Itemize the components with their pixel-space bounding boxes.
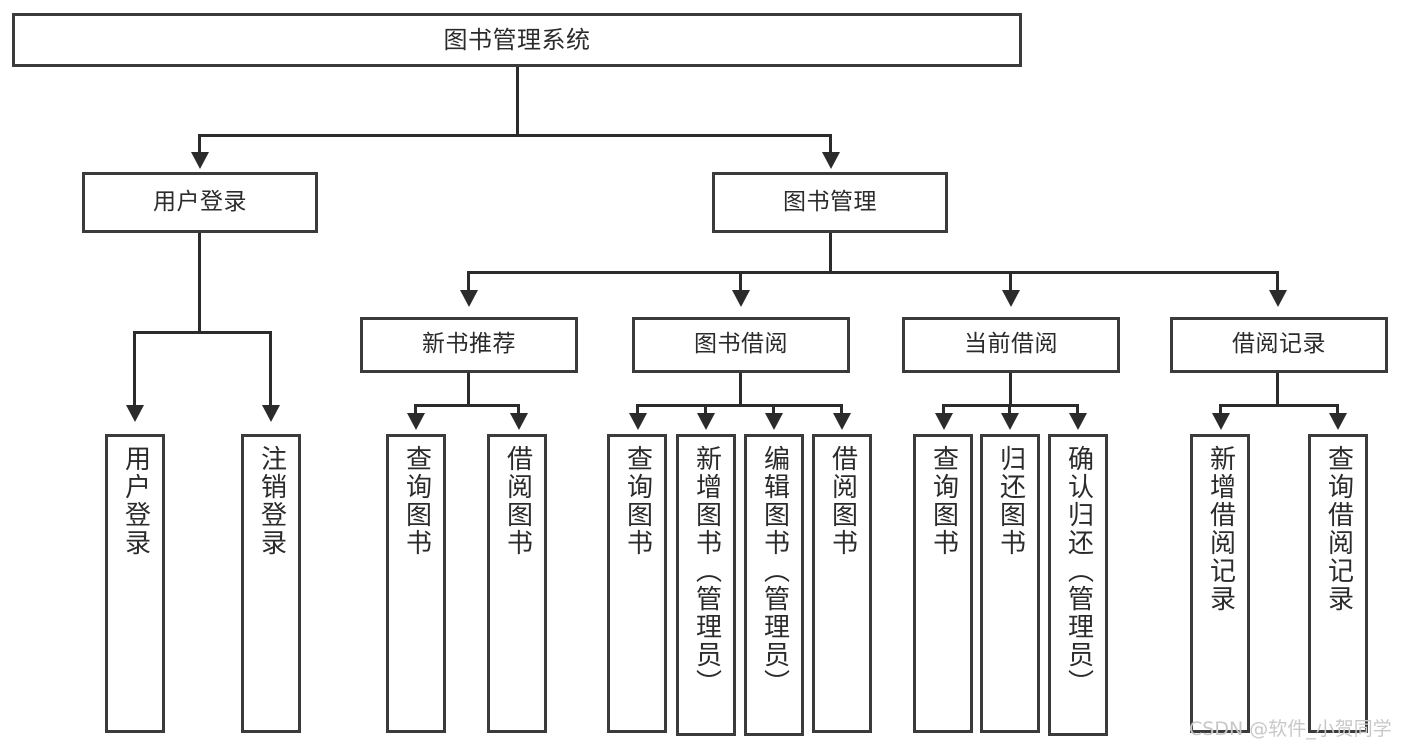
connector-borrow-records-stem — [1276, 373, 1279, 406]
arrow-book-borrow-leaf-4 — [833, 413, 851, 430]
node-label: 新书推荐 — [422, 331, 516, 358]
arrow-borrow-records-leaf-1 — [1212, 413, 1230, 430]
arrow-book-borrow-leaf-1 — [629, 413, 647, 430]
leaf-logout[interactable]: 注销登录 — [241, 434, 301, 733]
connector-user-login-bus — [133, 331, 269, 334]
connector-book-mgmt-bus — [467, 271, 1279, 274]
node-borrow-records[interactable]: 借阅记录 — [1170, 317, 1388, 373]
leaf-search-book-recommend[interactable]: 查询图书 — [386, 434, 446, 733]
node-label: 注销登录 — [256, 445, 287, 557]
arrow-current-borrow-leaf-1 — [935, 413, 953, 430]
arrow-current-borrow-leaf-3 — [1069, 413, 1087, 430]
node-label: 借阅记录 — [1232, 331, 1326, 358]
connector-user-login-drop-2 — [269, 331, 272, 408]
connector-book-borrow-drop-4 — [840, 404, 843, 416]
connector-book-borrow-drop-3 — [772, 404, 775, 416]
connector-root-bus — [198, 134, 832, 137]
arrow-user-login-leaf-1 — [126, 405, 144, 422]
arrow-book-borrow-leaf-2 — [697, 413, 715, 430]
connector-book-borrow-drop-2 — [704, 404, 707, 416]
arrow-book-borrow-leaf-3 — [765, 413, 783, 430]
node-book-management[interactable]: 图书管理 — [712, 172, 948, 233]
leaf-user-login[interactable]: 用户登录 — [105, 434, 165, 733]
connector-root-to-book-mgmt — [829, 134, 832, 156]
connector-user-login-drop-1 — [133, 331, 136, 408]
connector-user-login-stem — [198, 233, 201, 333]
arrow-book-mgmt-to-new-book — [460, 290, 478, 307]
watermark-credit: CSDN @软件_小贺同学 — [1189, 718, 1392, 740]
connector-new-book-drop-1 — [414, 404, 417, 416]
node-label: 查询借阅记录 — [1323, 445, 1354, 613]
leaf-search-borrow-record[interactable]: 查询借阅记录 — [1308, 434, 1368, 733]
leaf-edit-book-admin[interactable]: 编辑图书（管理员） — [744, 434, 804, 736]
node-label: 归还图书 — [995, 445, 1026, 557]
connector-book-mgmt-drop-2 — [739, 271, 742, 293]
connector-book-borrow-stem — [739, 373, 742, 406]
arrow-new-book-leaf-2 — [510, 413, 528, 430]
connector-book-mgmt-drop-4 — [1276, 271, 1279, 293]
node-label: 查询图书 — [928, 445, 959, 557]
node-new-book-recommend[interactable]: 新书推荐 — [360, 317, 578, 373]
connector-current-borrow-drop-3 — [1076, 404, 1079, 416]
node-label: 图书管理 — [783, 188, 877, 215]
connector-new-book-stem — [467, 373, 470, 406]
arrow-current-borrow-leaf-2 — [1001, 413, 1019, 430]
arrow-book-mgmt-to-current-borrow — [1002, 290, 1020, 307]
connector-book-mgmt-drop-3 — [1009, 271, 1012, 293]
node-label: 借阅图书 — [502, 445, 533, 557]
arrow-root-to-user-login — [191, 152, 209, 169]
connector-root-stem — [516, 67, 519, 134]
connector-current-borrow-drop-2 — [1008, 404, 1011, 416]
connector-book-mgmt-drop-1 — [467, 271, 470, 293]
leaf-search-book-current[interactable]: 查询图书 — [913, 434, 973, 733]
arrow-book-mgmt-to-borrow-records — [1269, 290, 1287, 307]
arrow-new-book-leaf-1 — [407, 413, 425, 430]
connector-new-book-bus — [414, 404, 520, 407]
arrow-borrow-records-leaf-2 — [1329, 413, 1347, 430]
node-root-system[interactable]: 图书管理系统 — [12, 13, 1022, 67]
arrow-book-mgmt-to-book-borrow — [732, 290, 750, 307]
connector-book-borrow-drop-1 — [636, 404, 639, 416]
node-user-login[interactable]: 用户登录 — [82, 172, 318, 233]
node-label: 新增借阅记录 — [1205, 445, 1236, 613]
node-label: 新增图书（管理员） — [691, 445, 722, 697]
leaf-add-borrow-record[interactable]: 新增借阅记录 — [1190, 434, 1250, 733]
node-label: 图书借阅 — [694, 331, 788, 358]
connector-book-borrow-bus — [636, 404, 843, 407]
leaf-confirm-return-admin[interactable]: 确认归还（管理员） — [1048, 434, 1108, 736]
connector-current-borrow-stem — [1009, 373, 1012, 406]
leaf-borrow-book[interactable]: 借阅图书 — [812, 434, 872, 733]
connector-new-book-drop-2 — [517, 404, 520, 416]
node-label: 借阅图书 — [827, 445, 858, 557]
arrow-root-to-book-mgmt — [822, 152, 840, 169]
leaf-add-book-admin[interactable]: 新增图书（管理员） — [676, 434, 736, 736]
connector-current-borrow-drop-1 — [942, 404, 945, 416]
leaf-return-book[interactable]: 归还图书 — [980, 434, 1040, 733]
leaf-borrow-book-recommend[interactable]: 借阅图书 — [487, 434, 547, 733]
connector-book-mgmt-stem — [829, 233, 832, 273]
connector-root-to-user-login — [198, 134, 201, 156]
node-book-borrow[interactable]: 图书借阅 — [632, 317, 850, 373]
node-label: 用户登录 — [153, 188, 247, 215]
leaf-search-book-borrow[interactable]: 查询图书 — [607, 434, 667, 733]
node-label: 用户登录 — [120, 445, 151, 557]
arrow-user-login-leaf-2 — [262, 405, 280, 422]
node-label: 查询图书 — [622, 445, 653, 557]
node-label: 确认归还（管理员） — [1063, 445, 1094, 697]
node-label: 查询图书 — [401, 445, 432, 557]
node-label: 图书管理系统 — [443, 25, 591, 54]
connector-borrow-records-bus — [1219, 404, 1339, 407]
connector-borrow-records-drop-1 — [1219, 404, 1222, 416]
connector-borrow-records-drop-2 — [1336, 404, 1339, 416]
node-label: 当前借阅 — [964, 331, 1058, 358]
node-current-borrow[interactable]: 当前借阅 — [902, 317, 1120, 373]
node-label: 编辑图书（管理员） — [759, 445, 790, 697]
